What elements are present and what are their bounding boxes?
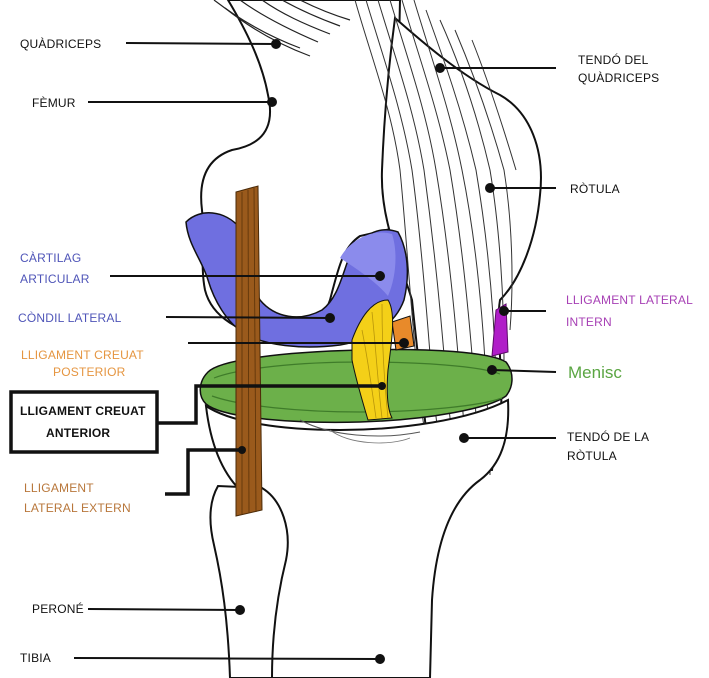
label-tendo-rotula-1: TENDÓ DE LA — [567, 429, 649, 444]
label-cartilag-2: ARTICULAR — [20, 272, 90, 286]
label-lligament-lateral-intern-2: INTERN — [566, 315, 612, 329]
label-lligament-lateral-intern-1: LLIGAMENT LATERAL — [566, 293, 693, 307]
acl-label-box — [11, 392, 157, 452]
label-lligament-lateral-extern-1: LLIGAMENT — [24, 481, 94, 495]
label-lligament-creuat-posterior-1: LLIGAMENT CREUAT — [21, 348, 144, 362]
label-lligament-creuat-anterior-1: LLIGAMENT CREUAT — [20, 404, 146, 418]
label-tendo-quadriceps-1: TENDÓ DEL — [578, 52, 649, 67]
label-lligament-creuat-posterior-2: POSTERIOR — [53, 365, 126, 379]
label-tibia: TIBIA — [20, 651, 51, 665]
label-perone: PERONÉ — [32, 601, 84, 616]
label-femur: FÈMUR — [32, 95, 76, 110]
label-tendo-quadriceps-2: QUÀDRICEPS — [578, 70, 659, 85]
label-condil-lateral: CÒNDIL LATERAL — [18, 310, 122, 325]
label-tendo-rotula-2: RÒTULA — [567, 448, 617, 463]
label-lligament-creuat-anterior-2: ANTERIOR — [46, 426, 110, 440]
label-lligament-lateral-extern-2: LATERAL EXTERN — [24, 501, 131, 515]
label-quadriceps: QUÀDRICEPS — [20, 36, 101, 51]
label-rotula: RÒTULA — [570, 181, 620, 196]
label-cartilag-1: CÀRTILAG — [20, 250, 81, 265]
label-menisc: Menisc — [568, 363, 622, 382]
